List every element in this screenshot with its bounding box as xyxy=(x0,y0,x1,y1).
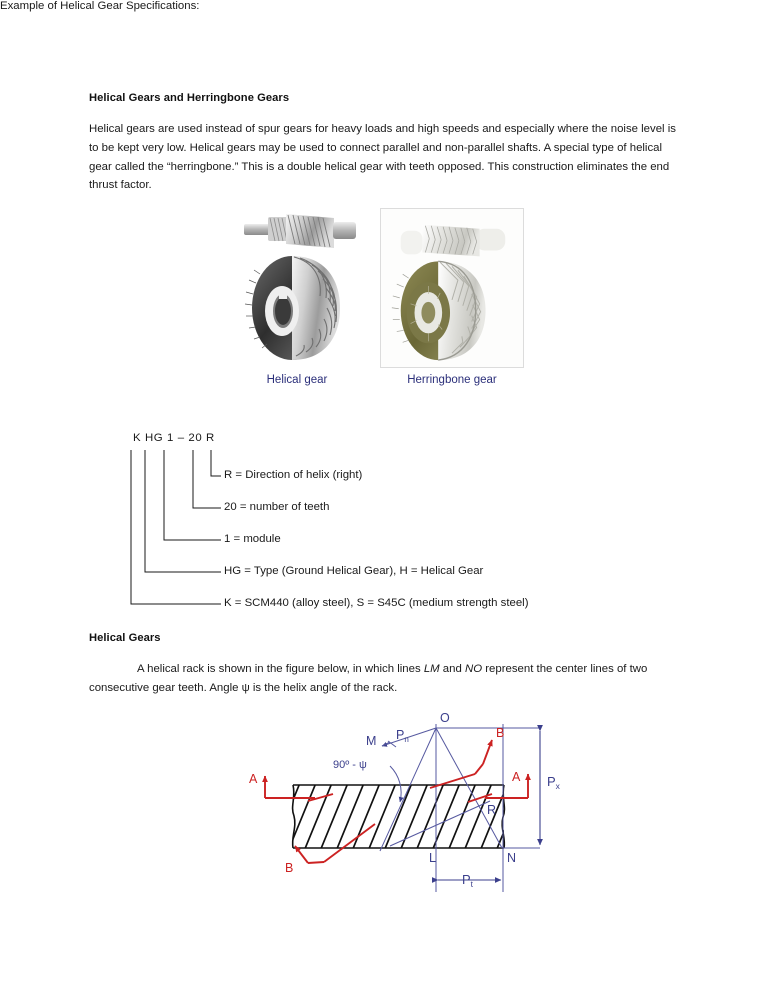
helical-para-text-2: and xyxy=(439,663,465,675)
label-a-right: A xyxy=(512,770,521,784)
page-title: Helical Gears and Herringbone Gears xyxy=(89,92,290,104)
herringbone-gear-caption: Herringbone gear xyxy=(407,374,497,386)
label-b-top: B xyxy=(496,726,504,740)
helical-line-no: NO xyxy=(464,663,483,675)
helical-line-lm: LM xyxy=(423,663,440,675)
spec-item-material: K = SCM440 (alloy steel), S = S45C (medi… xyxy=(224,597,529,609)
label-N: N xyxy=(507,851,516,865)
spec-intro-label: Example of Helical Gear Specifications: xyxy=(0,0,200,12)
spec-item-direction: R = Direction of helix (right) xyxy=(224,469,363,481)
spec-item-teeth: 20 = number of teeth xyxy=(224,501,330,513)
label-M: M xyxy=(366,734,376,748)
helical-rack-diagram: O M L N R 90º - ψ Pn Px Pt A xyxy=(240,706,580,918)
section-heading-helical-gears: Helical Gears xyxy=(89,632,161,644)
helical-gear-caption: Helical gear xyxy=(266,374,328,386)
intro-paragraph: Helical gears are used instead of spur g… xyxy=(89,123,676,192)
spec-leader-lines xyxy=(130,450,221,605)
specification-diagram: K HG 1 – 20 R R = Direction of helix (ri… xyxy=(125,432,595,622)
label-R: R xyxy=(487,803,496,817)
label-pt: Pt xyxy=(462,872,474,889)
spec-item-module: 1 = module xyxy=(224,533,281,545)
helical-para-text-1: A helical rack is shown in the figure be… xyxy=(137,663,424,675)
helical-gear-figure xyxy=(238,208,356,370)
label-O: O xyxy=(440,711,450,725)
label-angle: 90º - ψ xyxy=(333,759,367,771)
spec-item-type: HG = Type (Ground Helical Gear), H = Hel… xyxy=(224,565,484,577)
herringbone-gear-figure xyxy=(380,208,524,368)
label-b-bottom: B xyxy=(285,861,293,875)
helical-gears-paragraph: A helical rack is shown in the figure be… xyxy=(89,660,683,698)
label-a-left: A xyxy=(249,772,258,786)
spec-code-string: K HG 1 – 20 R xyxy=(133,432,215,444)
herringbone-gear-image xyxy=(381,209,523,367)
helical-para-text-3: represent the center lines of two consec… xyxy=(89,663,648,694)
helical-rack-svg: O M L N R 90º - ψ Pn Px Pt A xyxy=(240,706,580,918)
helical-gear-image xyxy=(238,208,356,370)
label-L: L xyxy=(429,851,436,865)
